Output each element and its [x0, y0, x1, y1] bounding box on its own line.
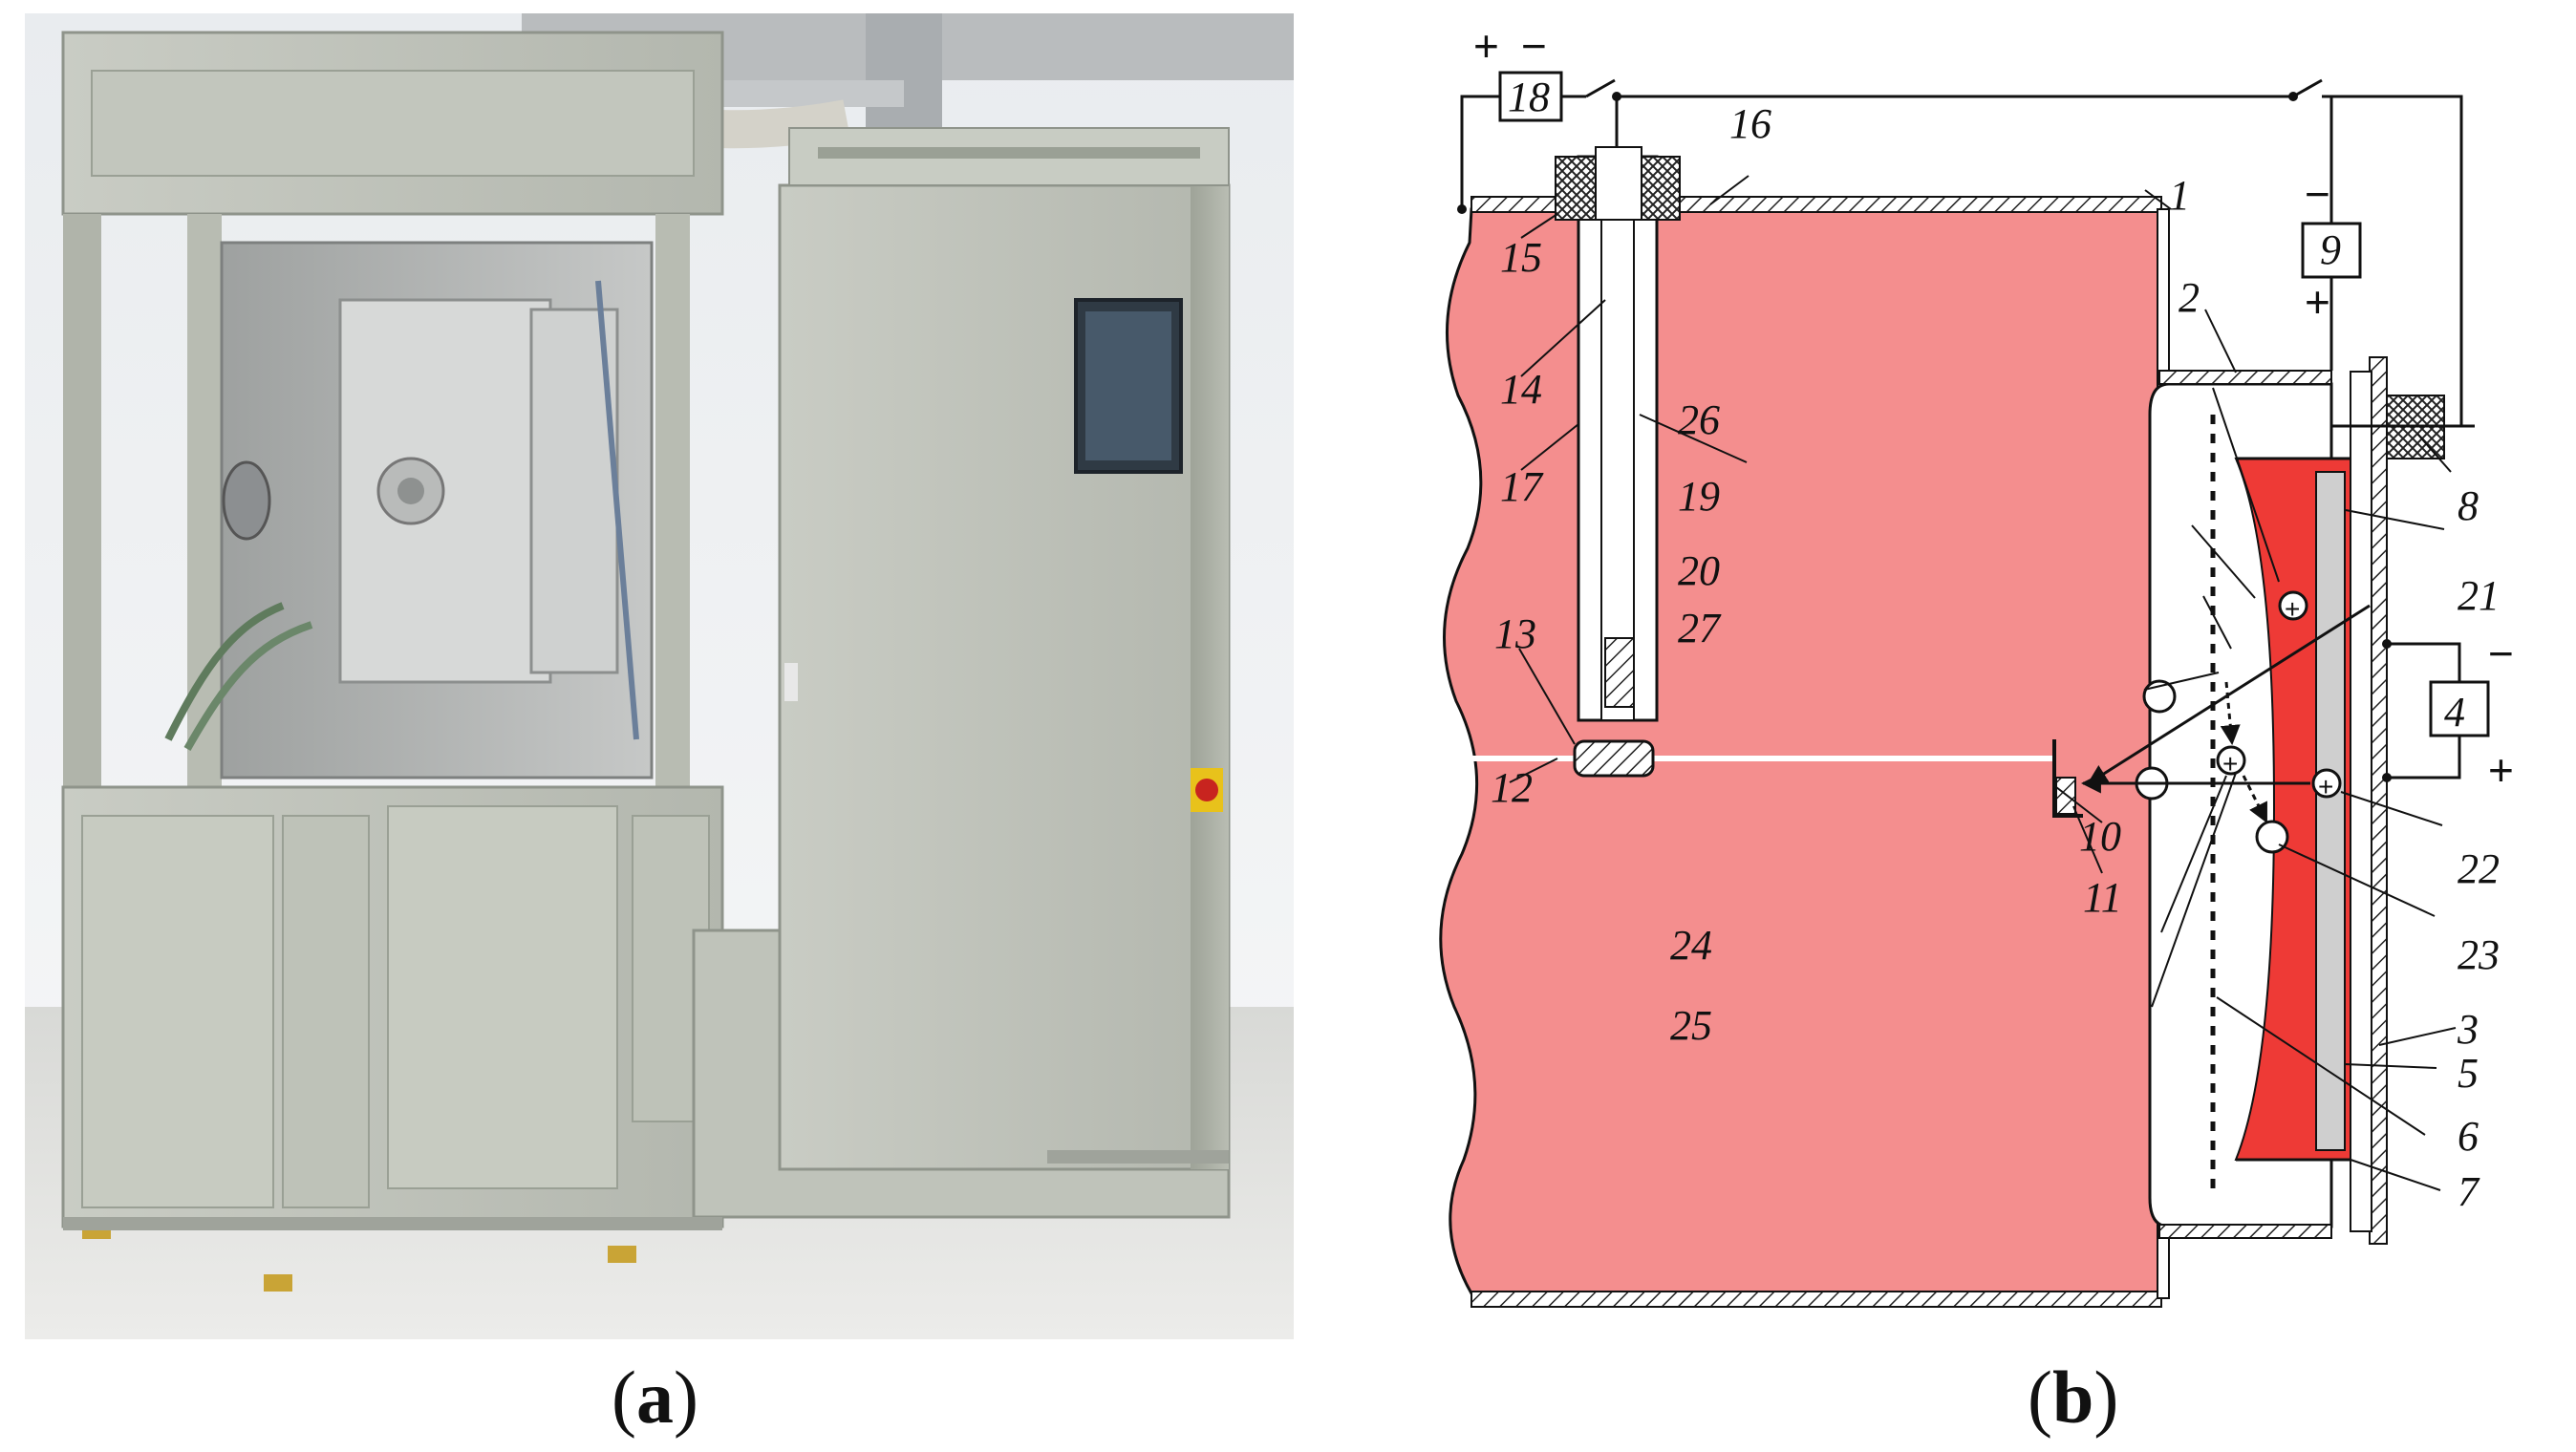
label-4: 4	[2444, 689, 2465, 736]
main-chamber-16	[1439, 207, 2161, 1295]
holder-10	[2052, 739, 2083, 818]
chamber-bottom-wall	[1470, 1291, 2162, 1308]
svg-text:+: +	[2222, 749, 2238, 779]
caption-b: (b)	[2028, 1356, 2119, 1439]
label-20: 20	[1678, 547, 1720, 594]
svg-text:+: +	[2318, 772, 2333, 801]
plus-18: +	[1473, 21, 1499, 71]
caption-b-letter: b	[2051, 1356, 2094, 1439]
ion-22	[2311, 768, 2342, 799]
label-14: 14	[1500, 366, 1542, 413]
label-27: 27	[1678, 605, 1722, 651]
label-11: 11	[2083, 874, 2122, 921]
caption-a-letter: a	[635, 1356, 674, 1439]
label-21: 21	[2458, 572, 2500, 619]
label-18: 18	[1508, 74, 1550, 120]
left-equipment-rack	[61, 31, 724, 1292]
label-7: 7	[2458, 1168, 2480, 1215]
control-cabinet	[692, 127, 1231, 1219]
leader-lines	[1509, 175, 2457, 1191]
label-1: 1	[2169, 172, 2190, 219]
label-5: 5	[2458, 1050, 2479, 1097]
label-2: 2	[2179, 274, 2200, 321]
power-supply-9	[2301, 222, 2362, 279]
label-12: 12	[1491, 764, 1533, 811]
schematic-diagram: + + +	[1439, 21, 2514, 1308]
label-26: 26	[1678, 396, 1720, 443]
svg-text:+: +	[2285, 594, 2300, 624]
label-6: 6	[2458, 1113, 2479, 1160]
plus-4: +	[2488, 745, 2514, 795]
label-13: 13	[1494, 610, 1536, 657]
installation-photo	[25, 13, 1294, 1339]
label-15: 15	[1500, 234, 1542, 281]
label-9: 9	[2320, 226, 2341, 273]
label-16: 16	[1729, 100, 1771, 147]
label-23: 23	[2458, 931, 2500, 978]
label-17: 17	[1500, 463, 1544, 510]
neutral-23	[2255, 820, 2289, 854]
minus-9: −	[2305, 169, 2330, 219]
label-25: 25	[1670, 1002, 1712, 1049]
label-19: 19	[1678, 473, 1720, 520]
minus-4: −	[2488, 629, 2514, 678]
label-24: 24	[1670, 922, 1712, 969]
power-supply-4	[2429, 680, 2490, 737]
sample-13	[1573, 739, 1655, 778]
circuit-wiring	[1460, 78, 2463, 779]
target-11	[2055, 777, 2076, 815]
cathode-5	[2315, 471, 2346, 1151]
caption-a: (a)	[612, 1356, 698, 1439]
minus-18: −	[1521, 21, 1547, 71]
ion-26	[2278, 590, 2308, 621]
plus-9: +	[2305, 277, 2330, 327]
label-10: 10	[2079, 813, 2121, 860]
label-8: 8	[2458, 482, 2479, 529]
ion-25	[2216, 745, 2246, 776]
label-3: 3	[2457, 1006, 2479, 1053]
label-22: 22	[2458, 845, 2500, 892]
